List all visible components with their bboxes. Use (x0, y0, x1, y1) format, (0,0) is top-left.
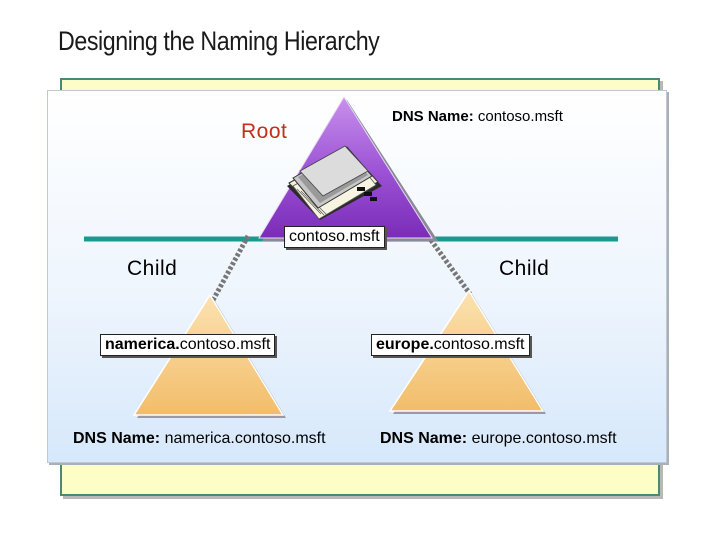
europe-box-suffix: contoso.msft (434, 336, 525, 353)
namerica-domain-box: namerica.contoso.msft (100, 334, 275, 356)
child-label-left: Child (127, 257, 177, 281)
namerica-box-prefix: namerica. (105, 336, 180, 353)
europe-dns-value: europe.contoso.msft (472, 430, 617, 447)
child-label-right: Child (499, 257, 549, 281)
connector-left (212, 236, 248, 302)
root-domain-box: contoso.msft (284, 226, 385, 248)
namerica-dns-prefix: DNS Name: (73, 430, 160, 447)
connector-right (428, 236, 470, 294)
europe-box-prefix: europe. (376, 336, 434, 353)
namerica-dns-name: DNS Name: namerica.contoso.msft (73, 430, 326, 448)
root-label: Root (241, 120, 287, 144)
root-dns-prefix: DNS Name: (392, 108, 474, 125)
namerica-dns-value: namerica.contoso.msft (165, 430, 326, 447)
namerica-box-suffix: contoso.msft (180, 336, 271, 353)
child-domain-triangle-namerica (134, 295, 286, 418)
root-dns-name: DNS Name: contoso.msft (392, 108, 563, 125)
europe-dns-prefix: DNS Name: (380, 430, 467, 447)
europe-domain-box: europe.contoso.msft (371, 334, 530, 356)
root-dns-value: contoso.msft (478, 108, 563, 125)
europe-dns-name: DNS Name: europe.contoso.msft (380, 430, 617, 448)
